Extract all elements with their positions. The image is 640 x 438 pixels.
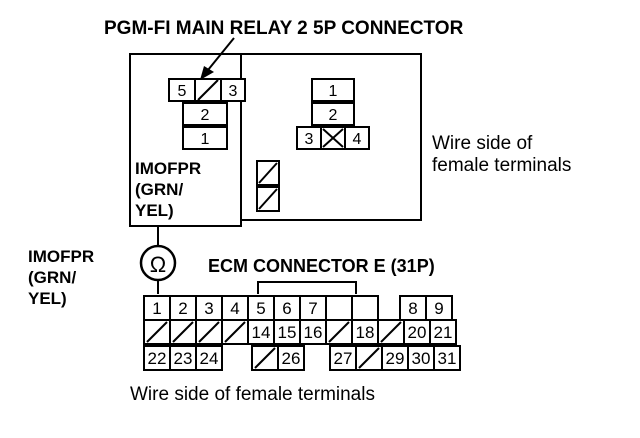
ecm-row-3: 22 23 24 26 27 29 30 31 bbox=[143, 345, 461, 371]
ohm-symbol: Ω bbox=[150, 252, 166, 277]
ecm-row-2: 14 15 16 18 20 21 bbox=[143, 319, 457, 345]
ecm-pin-29: 29 bbox=[386, 349, 405, 368]
ecm-pin-22: 22 bbox=[148, 349, 167, 368]
relay-wire-label: IMOFPR (GRN/ YEL) bbox=[135, 159, 201, 220]
ecm-row-1: 1 2 3 4 5 6 7 8 9 bbox=[143, 295, 453, 321]
relay-wire-label-line-3: YEL) bbox=[135, 201, 174, 220]
diagram-title: PGM-FI MAIN RELAY 2 5P CONNECTOR bbox=[104, 18, 464, 39]
ecm-pin-1: 1 bbox=[152, 299, 161, 318]
ecm-pin-31: 31 bbox=[438, 349, 457, 368]
ecm-pin-7: 7 bbox=[308, 299, 317, 318]
relay-wire-label-line-2: (GRN/ bbox=[135, 180, 183, 199]
mirror-pin-2: 2 bbox=[329, 107, 338, 124]
ecm-pin-30: 30 bbox=[412, 349, 431, 368]
title-arrow bbox=[200, 37, 235, 80]
mirror-pin-3: 3 bbox=[305, 131, 314, 148]
ecm-pin-14: 14 bbox=[252, 323, 271, 342]
wire-side-label-right-line-1: Wire side of bbox=[432, 133, 533, 154]
ecm-connector-title: ECM CONNECTOR E (31P) bbox=[208, 256, 435, 276]
ecm-pin-8: 8 bbox=[408, 299, 417, 318]
ecm-pin-2: 2 bbox=[178, 299, 187, 318]
left-wire-label-line-1: IMOFPR bbox=[28, 247, 94, 266]
ecm-pin-15: 15 bbox=[278, 323, 297, 342]
ecm-pin-4: 4 bbox=[230, 299, 239, 318]
relay-pin-1: 1 bbox=[201, 131, 210, 148]
relay-pin-3: 3 bbox=[229, 83, 238, 100]
ecm-connector-outline bbox=[257, 281, 357, 294]
relay-connector-left: 5 3 2 1 bbox=[168, 78, 246, 150]
ecm-pin-24: 24 bbox=[200, 349, 219, 368]
ohmmeter-icon: Ω bbox=[139, 226, 177, 294]
left-wire-label: IMOFPR (GRN/ YEL) bbox=[28, 247, 94, 308]
wire-side-label-right-line-2: female terminals bbox=[432, 155, 571, 176]
ecm-pin-21: 21 bbox=[434, 323, 453, 342]
ecm-pin-26: 26 bbox=[282, 349, 301, 368]
hatched-blocks bbox=[256, 160, 280, 212]
ecm-pin-16: 16 bbox=[304, 323, 323, 342]
bottom-caption: Wire side of female terminals bbox=[130, 384, 375, 405]
relay-connector-right: 1 2 3 4 bbox=[296, 78, 370, 150]
ecm-pin-5: 5 bbox=[256, 299, 265, 318]
ecm-pin-27: 27 bbox=[334, 349, 353, 368]
left-wire-label-line-2: (GRN/ bbox=[28, 268, 76, 287]
ecm-pin-23: 23 bbox=[174, 349, 193, 368]
relay-pin-5: 5 bbox=[178, 83, 187, 100]
ecm-pin-3: 3 bbox=[204, 299, 213, 318]
ecm-pin-18: 18 bbox=[356, 323, 375, 342]
mirror-pin-1: 1 bbox=[329, 83, 338, 100]
relay-pin-2: 2 bbox=[201, 107, 210, 124]
ecm-pin-6: 6 bbox=[282, 299, 291, 318]
empty-slot-mark bbox=[197, 79, 219, 101]
ecm-pin-20: 20 bbox=[408, 323, 427, 342]
ecm-pin-9: 9 bbox=[434, 299, 443, 318]
relay-outline bbox=[129, 53, 422, 227]
mirror-pin-4: 4 bbox=[353, 131, 362, 148]
left-wire-label-line-3: YEL) bbox=[28, 289, 67, 308]
relay-wire-label-line-1: IMOFPR bbox=[135, 159, 201, 178]
